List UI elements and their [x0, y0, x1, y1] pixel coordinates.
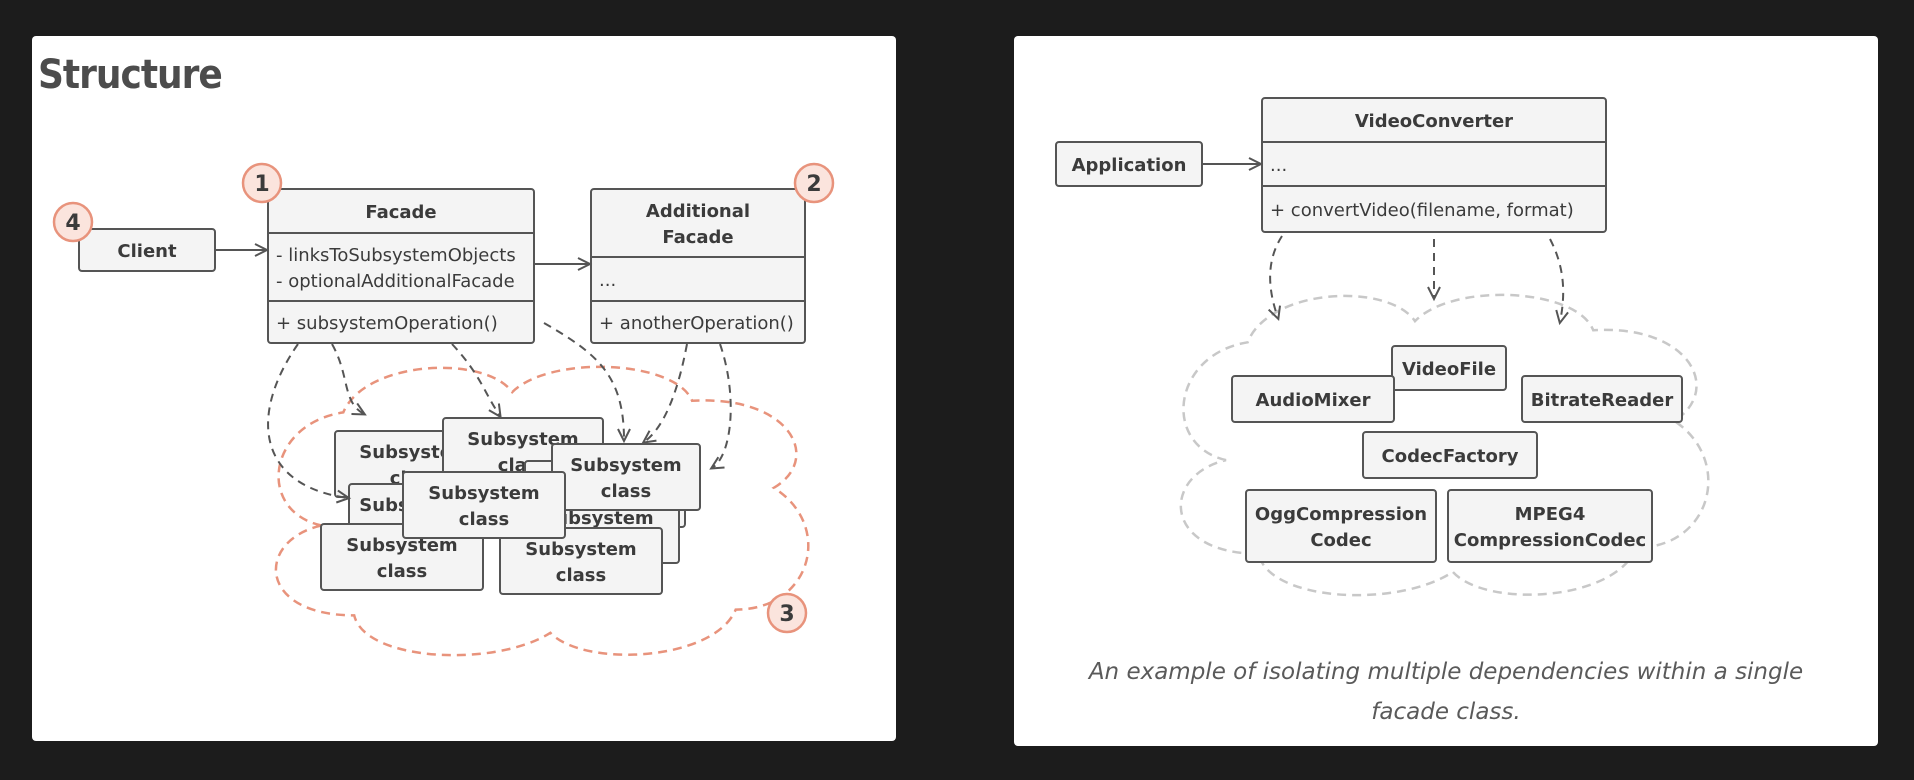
step-marker-4: 4: [52, 201, 94, 243]
video-converter-class: VideoConverter... + convertVideo(filename…: [1261, 97, 1607, 233]
subsystem-class-box: [499, 527, 663, 595]
facade-class: Facade - linksToSubsystemObjects - optiona…: [267, 188, 535, 344]
subsystem-class-label: Subsystem: [346, 535, 457, 556]
subsystem-class-label: class: [556, 565, 606, 586]
step-marker-label: 2: [806, 172, 821, 197]
figure-caption: An example of isolating multiple depende…: [1088, 659, 1804, 725]
additional-facade-class-field: ...: [599, 270, 616, 291]
subsystem-class-label: Subsystem: [570, 455, 681, 476]
subsystem-class-label: Subsystem: [542, 508, 653, 529]
subsystem-class-label: class: [459, 509, 509, 530]
codecfactory-class-box: [1362, 431, 1538, 479]
codecfactory-class-label: CodecFactory: [1382, 446, 1519, 467]
video-converter-class-field: ...: [1270, 155, 1287, 176]
video-converter-class-method: + convertVideo(filename, format): [1270, 200, 1574, 221]
facade-class-field: - optionalAdditionalFacade: [276, 271, 515, 292]
subsystem-class-label: Subsystem: [525, 539, 636, 560]
audiomixer-class-label: AudioMixer: [1256, 390, 1371, 411]
client-class-label: Client: [117, 241, 177, 262]
dependencies-cloud: [1179, 293, 1710, 597]
facade-class-field: - linksToSubsystemObjects: [276, 245, 516, 266]
codecfactory-class: CodecFactory: [1362, 431, 1538, 479]
video-converter-class-name: VideoConverter: [1355, 111, 1513, 132]
mpeg4compressioncodec-class-box: [1447, 489, 1653, 563]
step-marker-circle: [793, 162, 835, 204]
subsystem-class: Subsystem class: [499, 527, 663, 595]
step-marker-1: 1: [241, 162, 283, 204]
dependency-arrow: [267, 343, 352, 504]
structure-title: Structure: [38, 52, 223, 98]
bitratereader-class: BitrateReader: [1521, 375, 1683, 423]
dependency-arrow: [1549, 238, 1569, 326]
additional-facade-class-method: + anotherOperation(): [599, 313, 794, 334]
facade-class-method: + subsystemOperation(): [276, 313, 498, 334]
videofile-class-box: [1391, 345, 1507, 391]
structure-diagram: SubsystemclassSubsystemclassSubsystemcla…: [52, 162, 835, 657]
step-marker-label: 4: [65, 211, 80, 236]
mpeg4compressioncodec-class-label: CompressionCodec: [1454, 530, 1646, 551]
dependency-arrow: [709, 343, 732, 470]
structure-panel: Structure SubsystemclassSubsystemclassSu…: [32, 36, 896, 741]
example-panel: Application VideoConverter... + convertVid…: [1014, 36, 1878, 746]
dependency-arrow: [543, 322, 631, 444]
step-marker-label: 1: [254, 172, 269, 197]
client-class: Client: [78, 228, 216, 272]
bitratereader-class-box: [1521, 375, 1683, 423]
bitratereader-class-label: BitrateReader: [1531, 390, 1674, 411]
facade-class-box: [267, 188, 535, 344]
step-marker-label: 3: [779, 602, 794, 627]
dependency-arrow: [451, 343, 502, 419]
subsystem-class-label: class: [377, 561, 427, 582]
facade-class-name: Facade: [365, 202, 436, 223]
dependency-arrow: [331, 343, 367, 416]
oggcompressioncodec-class-box: [1245, 489, 1437, 563]
subsystem-class: Subsystem class: [551, 443, 701, 511]
example-diagram: Application VideoConverter... + convertVid…: [1055, 97, 1710, 597]
subsystem-class-box: [402, 471, 566, 539]
subsystem-class: Subsystem class: [402, 471, 566, 539]
application-class-label: Application: [1072, 155, 1187, 176]
step-marker-2: 2: [793, 162, 835, 204]
subsystem-cloud: [274, 365, 810, 657]
oggcompressioncodec-class-label: Codec: [1310, 530, 1371, 551]
audiomixer-class-box: [1231, 375, 1395, 423]
dependency-arrow: [1267, 235, 1283, 322]
step-marker-3: 3: [766, 592, 808, 634]
dependency-arrow: [641, 343, 688, 444]
step-marker-circle: [52, 201, 94, 243]
oggcompressioncodec-class-label: OggCompression: [1255, 504, 1427, 525]
application-class: Application: [1055, 141, 1203, 187]
mpeg4compressioncodec-class-label: MPEG4: [1515, 504, 1586, 525]
videofile-class: VideoFile: [1391, 345, 1507, 391]
subsystem-class-label: Subsystem: [467, 429, 578, 450]
subsystem-class-label: Subsystem: [428, 483, 539, 504]
subsystem-class: Subsystem class: [320, 523, 484, 591]
additional-facade-class-name: Additional: [646, 201, 750, 222]
videofile-class-label: VideoFile: [1402, 359, 1496, 380]
additional-facade-class-name: Facade: [662, 227, 733, 248]
additional-facade-class: AdditionalFacade... + anotherOperation(): [590, 188, 806, 344]
subsystem-class-label: class: [601, 481, 651, 502]
step-marker-circle: [241, 162, 283, 204]
audiomixer-class: AudioMixer: [1231, 375, 1395, 423]
step-marker-circle: [766, 592, 808, 634]
